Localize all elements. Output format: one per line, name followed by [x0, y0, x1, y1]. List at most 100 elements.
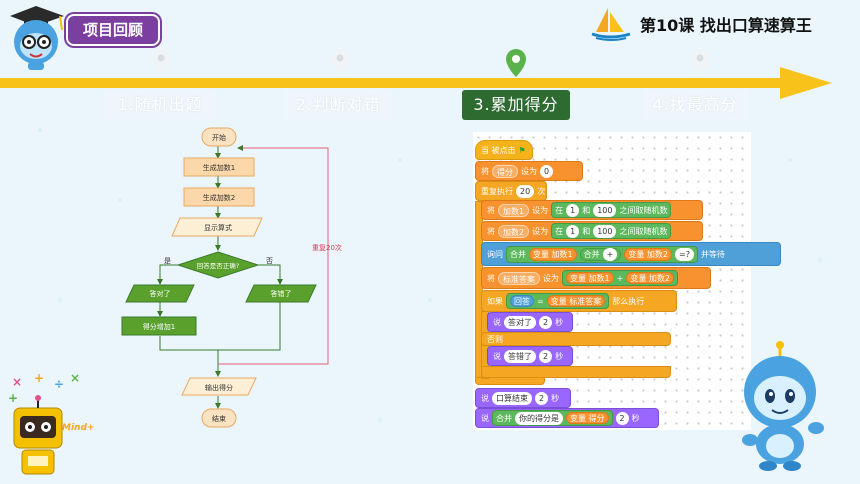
robot-mascot-icon: × + ÷ × + Mind+: [8, 372, 94, 475]
section-badge: 项目回顾: [66, 14, 160, 46]
say-correct-text[interactable]: 答对了: [504, 315, 536, 329]
say-end-secs[interactable]: 2: [535, 391, 549, 405]
say-wrong-block[interactable]: 说 答错了 2 秒: [487, 346, 573, 366]
flow-correct-label: 答对了: [150, 289, 171, 298]
say-correct-block[interactable]: 说 答对了 2 秒: [487, 312, 573, 332]
say-score-block[interactable]: 说 合并 你的得分是 变量 得分 2 秒: [475, 408, 659, 428]
std-answer-reporter[interactable]: 变量 标准答案: [546, 295, 606, 307]
else-bar: 否则: [481, 332, 671, 346]
set1-to: 设为: [532, 205, 549, 215]
rand-end-1: 之间取随机数: [619, 205, 668, 215]
progress-timeline: [0, 49, 832, 99]
score-var-dropdown[interactable]: 得分: [492, 164, 518, 178]
flow-start: [201, 127, 237, 147]
rand-to-1[interactable]: 100: [593, 203, 617, 217]
rand-and-1: 和: [582, 205, 591, 215]
say-keyword-4: 说: [481, 413, 489, 423]
addend2-var-dropdown[interactable]: 加数2: [498, 224, 530, 238]
add-var-addend1[interactable]: 变量 加数1: [566, 272, 614, 284]
set1-keyword: 将: [487, 205, 495, 215]
secs-unit-3: 秒: [551, 393, 560, 403]
set-addend2-block[interactable]: 将 加数2 设为 在 1 和 100 之间取随机数: [481, 221, 703, 241]
step-accumulate-score[interactable]: 3.累加得分: [462, 90, 570, 120]
if-else-block[interactable]: 如果 回答 = 变量 标准答案 那么执行: [481, 290, 677, 312]
set-score-block[interactable]: 将 得分 设为 0: [475, 161, 583, 181]
svg-text:÷: ÷: [54, 377, 64, 391]
rand-from-2[interactable]: 1: [566, 224, 580, 238]
equals-op[interactable]: 回答 = 变量 标准答案: [506, 293, 610, 309]
set2-keyword: 将: [487, 226, 495, 236]
say-score-text[interactable]: 你的得分是: [515, 411, 563, 425]
svg-text:×: ×: [12, 375, 22, 389]
set2-to: 设为: [532, 226, 549, 236]
std-answer-var-dropdown[interactable]: 标准答案: [498, 271, 540, 285]
eq-literal[interactable]: =?: [674, 247, 694, 261]
flow-show-label: 显示算式: [204, 223, 232, 232]
ask-var-addend1[interactable]: 变量 加数1: [529, 247, 577, 261]
scratch-code-panel: 当 被点击 ⚑ 将 得分 设为 0 重复执行 20 次 将 加数1 设为 在 1…: [473, 132, 781, 430]
rand-end-2: 之间取随机数: [619, 226, 668, 236]
step-find-highest[interactable]: 4.找最高分: [642, 90, 748, 120]
add-plus: +: [616, 273, 624, 283]
secs-unit-4: 秒: [631, 413, 640, 423]
set-ans-keyword: 将: [487, 273, 495, 283]
flow-wrong: [245, 284, 317, 303]
timeline-pin-4-icon: [691, 49, 709, 74]
timeline-pin-2-icon: [331, 49, 349, 74]
step-judge-answer[interactable]: 2.判断对错: [284, 90, 392, 120]
flow-gen2: [183, 187, 255, 207]
join-keyword-1: 合并: [510, 249, 526, 259]
rand-and-2: 和: [582, 226, 591, 236]
repeat-count-field[interactable]: 20: [516, 184, 535, 198]
say-score-var[interactable]: 变量 得分: [566, 412, 609, 424]
set-to-keyword: 设为: [521, 166, 537, 176]
add-op[interactable]: 变量 加数1 + 变量 加数2: [562, 270, 678, 286]
ask-and-wait-block[interactable]: 询问 合并 变量 加数1 合并 + 变量 加数2 =? 并等待: [481, 242, 781, 266]
ask-join-inner[interactable]: 合并 +: [579, 247, 622, 261]
flowchart: 开始 生成加数1 生成加数2 显示算式 回答是否正确? 是 否 答对了 答错了 …: [121, 127, 342, 428]
if-foot: [481, 366, 671, 378]
secs-unit-1: 秒: [555, 317, 564, 327]
set-standard-answer-block[interactable]: 将 标准答案 设为 变量 加数1 + 变量 加数2: [481, 267, 711, 289]
flow-gen1-label: 生成加数1: [203, 163, 235, 172]
score-init-value[interactable]: 0: [540, 164, 554, 178]
flow-score-add-label: 得分增加1: [143, 322, 175, 331]
flow-output-label: 输出得分: [205, 383, 233, 392]
repeat-keyword: 重复执行: [481, 186, 513, 196]
say-correct-secs[interactable]: 2: [539, 315, 553, 329]
join-keyword-3: 合并: [496, 413, 512, 423]
say-end-block[interactable]: 说 口算结束 2 秒: [475, 388, 571, 408]
say-wrong-text[interactable]: 答错了: [504, 349, 536, 363]
timeline-pin-3-active-icon: [506, 49, 526, 77]
say-score-secs[interactable]: 2: [615, 411, 629, 425]
ask-var-addend2[interactable]: 变量 加数2: [624, 247, 672, 261]
say-keyword-2: 说: [493, 351, 501, 361]
answer-reporter[interactable]: 回答: [510, 295, 534, 307]
say-end-text[interactable]: 口算结束: [492, 391, 532, 405]
rand-from-1[interactable]: 1: [566, 203, 580, 217]
when-flag-clicked-block[interactable]: 当 被点击 ⚑: [475, 140, 533, 160]
say-score-join[interactable]: 合并 你的得分是 变量 得分: [492, 410, 613, 426]
flow-loop-label: 重复20次: [312, 243, 342, 252]
say-wrong-secs[interactable]: 2: [539, 349, 553, 363]
set-ans-to: 设为: [543, 273, 559, 283]
step-random-question[interactable]: 1.随机出题: [104, 90, 216, 120]
repeat-block[interactable]: 重复执行 20 次: [475, 181, 547, 201]
addend1-var-dropdown[interactable]: 加数1: [498, 203, 530, 217]
rand-to-2[interactable]: 100: [593, 224, 617, 238]
then-keyword: 那么执行: [612, 296, 645, 306]
mascot-graduate-icon: [10, 6, 64, 70]
lesson-title-area: 第10课 找出口算速算王: [590, 6, 812, 42]
random-op-1[interactable]: 在 1 和 100 之间取随机数: [551, 202, 672, 218]
green-flag-icon: ⚑: [518, 145, 526, 155]
svg-text:+: +: [34, 372, 44, 385]
plus-literal[interactable]: +: [602, 247, 618, 261]
mascot-blue-robot-icon: [742, 341, 824, 471]
ask-join-op[interactable]: 合并 变量 加数1 合并 + 变量 加数2 =?: [506, 245, 698, 263]
random-op-2[interactable]: 在 1 和 100 之间取随机数: [551, 223, 672, 239]
add-var-addend2[interactable]: 变量 加数2: [626, 272, 674, 284]
join-keyword-2: 合并: [583, 249, 600, 259]
say-keyword-1: 说: [493, 317, 501, 327]
set-addend1-block[interactable]: 将 加数1 设为 在 1 和 100 之间取随机数: [481, 200, 703, 220]
rand-keyword-1: 在: [555, 205, 564, 215]
